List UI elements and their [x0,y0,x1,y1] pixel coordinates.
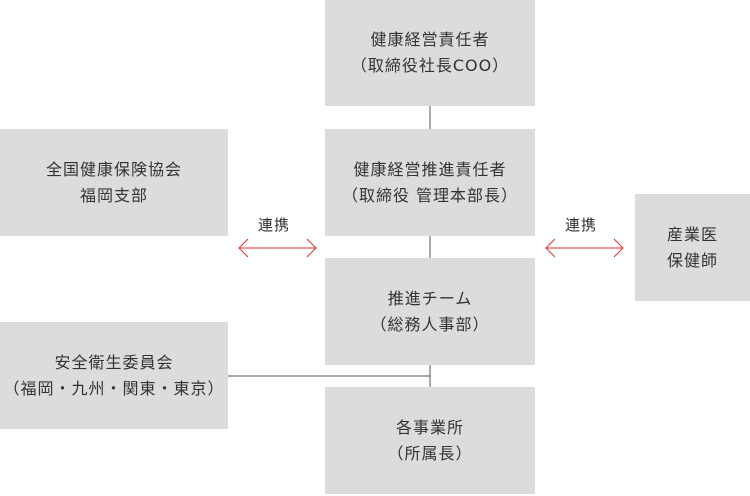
kyokai-name: 全国健康保険協会 [45,159,182,179]
health-manager-title: 健康経営責任者 [370,30,490,49]
box-kyokai: 全国健康保険協会 福岡支部 [0,129,228,236]
offices-role: （所属長） [387,443,473,463]
double-arrow-right [545,238,624,258]
box-industrial-doctor: 産業医 保健師 [635,194,750,301]
kyokai-branch: 福岡支部 [79,185,148,205]
link-label-left: 連携 [258,216,291,234]
health-manager-role: （取締役社長COO） [350,56,510,75]
promotion-team-dept: （総務人事部） [370,314,490,334]
offices-title: 各事業所 [395,417,464,437]
promotion-team-title: 推進チーム [387,288,473,308]
box-safety-committee: 安全衛生委員会 （福岡・九州・関東・東京） [0,322,228,429]
industrial-doctor-label: 産業医 [666,224,718,244]
promotion-manager-title: 健康経営推進責任者 [353,159,507,179]
double-arrow-left [238,238,317,258]
box-health-manager: 健康経営責任者 （取締役社長COO） [325,0,535,106]
link-label-right: 連携 [565,216,598,234]
box-promotion-team: 推進チーム （総務人事部） [325,258,535,365]
public-health-nurse-label: 保健師 [666,250,718,270]
box-promotion-manager: 健康経営推進責任者 （取締役 管理本部長） [325,129,535,236]
safety-committee-name: 安全衛生委員会 [54,352,174,372]
safety-committee-locations: （福岡・九州・関東・東京） [3,378,225,398]
promotion-manager-role: （取締役 管理本部長） [341,185,519,205]
box-offices: 各事業所 （所属長） [325,387,535,494]
